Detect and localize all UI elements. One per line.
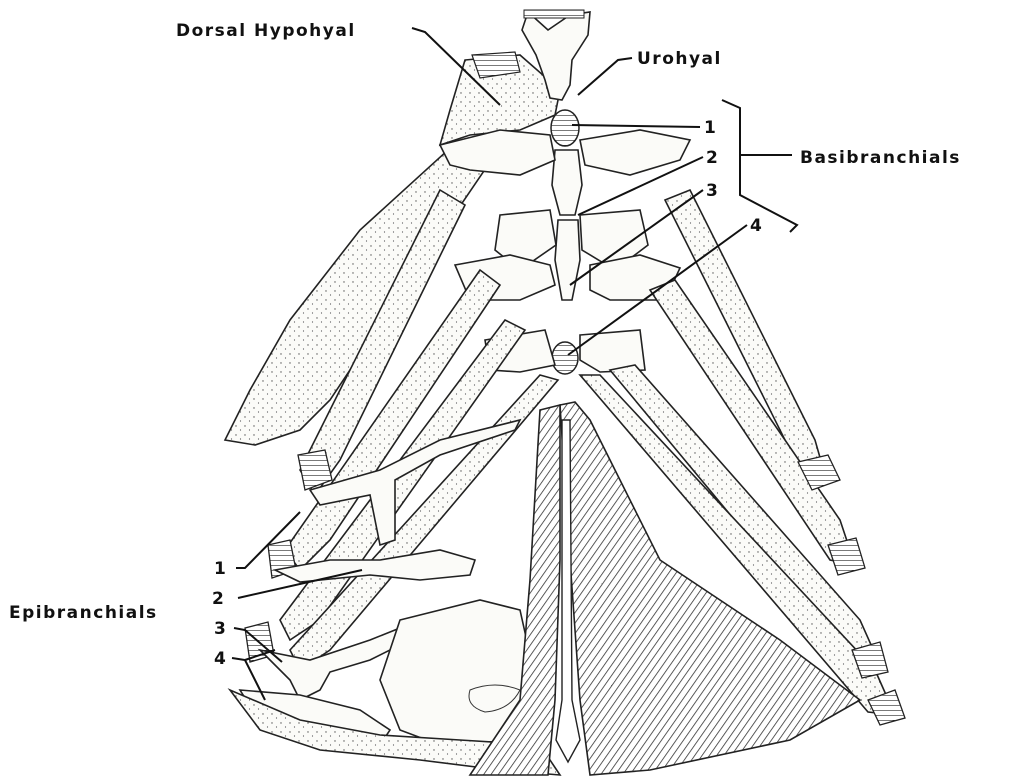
epibranchial-number-3: 3	[214, 619, 226, 639]
urohyal-cap	[524, 10, 584, 18]
epibranchial-number-4: 4	[214, 649, 226, 669]
basibranchial-1	[551, 110, 579, 146]
leader-urohyal	[578, 58, 632, 95]
epibranchial-number-2: 2	[212, 589, 224, 609]
label-epibranchials: Epibranchials	[9, 603, 158, 623]
basibranchial-3	[555, 220, 580, 300]
leader-bb1	[572, 125, 700, 127]
cartilage-tip-right-2	[828, 538, 865, 575]
hypobranchial-1-right	[580, 130, 690, 175]
basibranchial-number-2: 2	[706, 148, 718, 168]
basibranchial-4	[552, 342, 578, 374]
epibranchial-number-1: 1	[214, 559, 226, 579]
basibranchial-number-4: 4	[750, 216, 762, 236]
cartilage-tip-left-1	[298, 450, 332, 490]
basibranchial-2	[552, 150, 582, 215]
basibranchial-number-3: 3	[706, 181, 718, 201]
label-dorsal-hypohyal: Dorsal Hypohyal	[176, 21, 356, 41]
label-basibranchials: Basibranchials	[800, 148, 961, 168]
bracket-basibranchials	[722, 100, 797, 232]
label-urohyal: Urohyal	[637, 49, 722, 69]
basibranchial-number-1: 1	[704, 118, 716, 138]
